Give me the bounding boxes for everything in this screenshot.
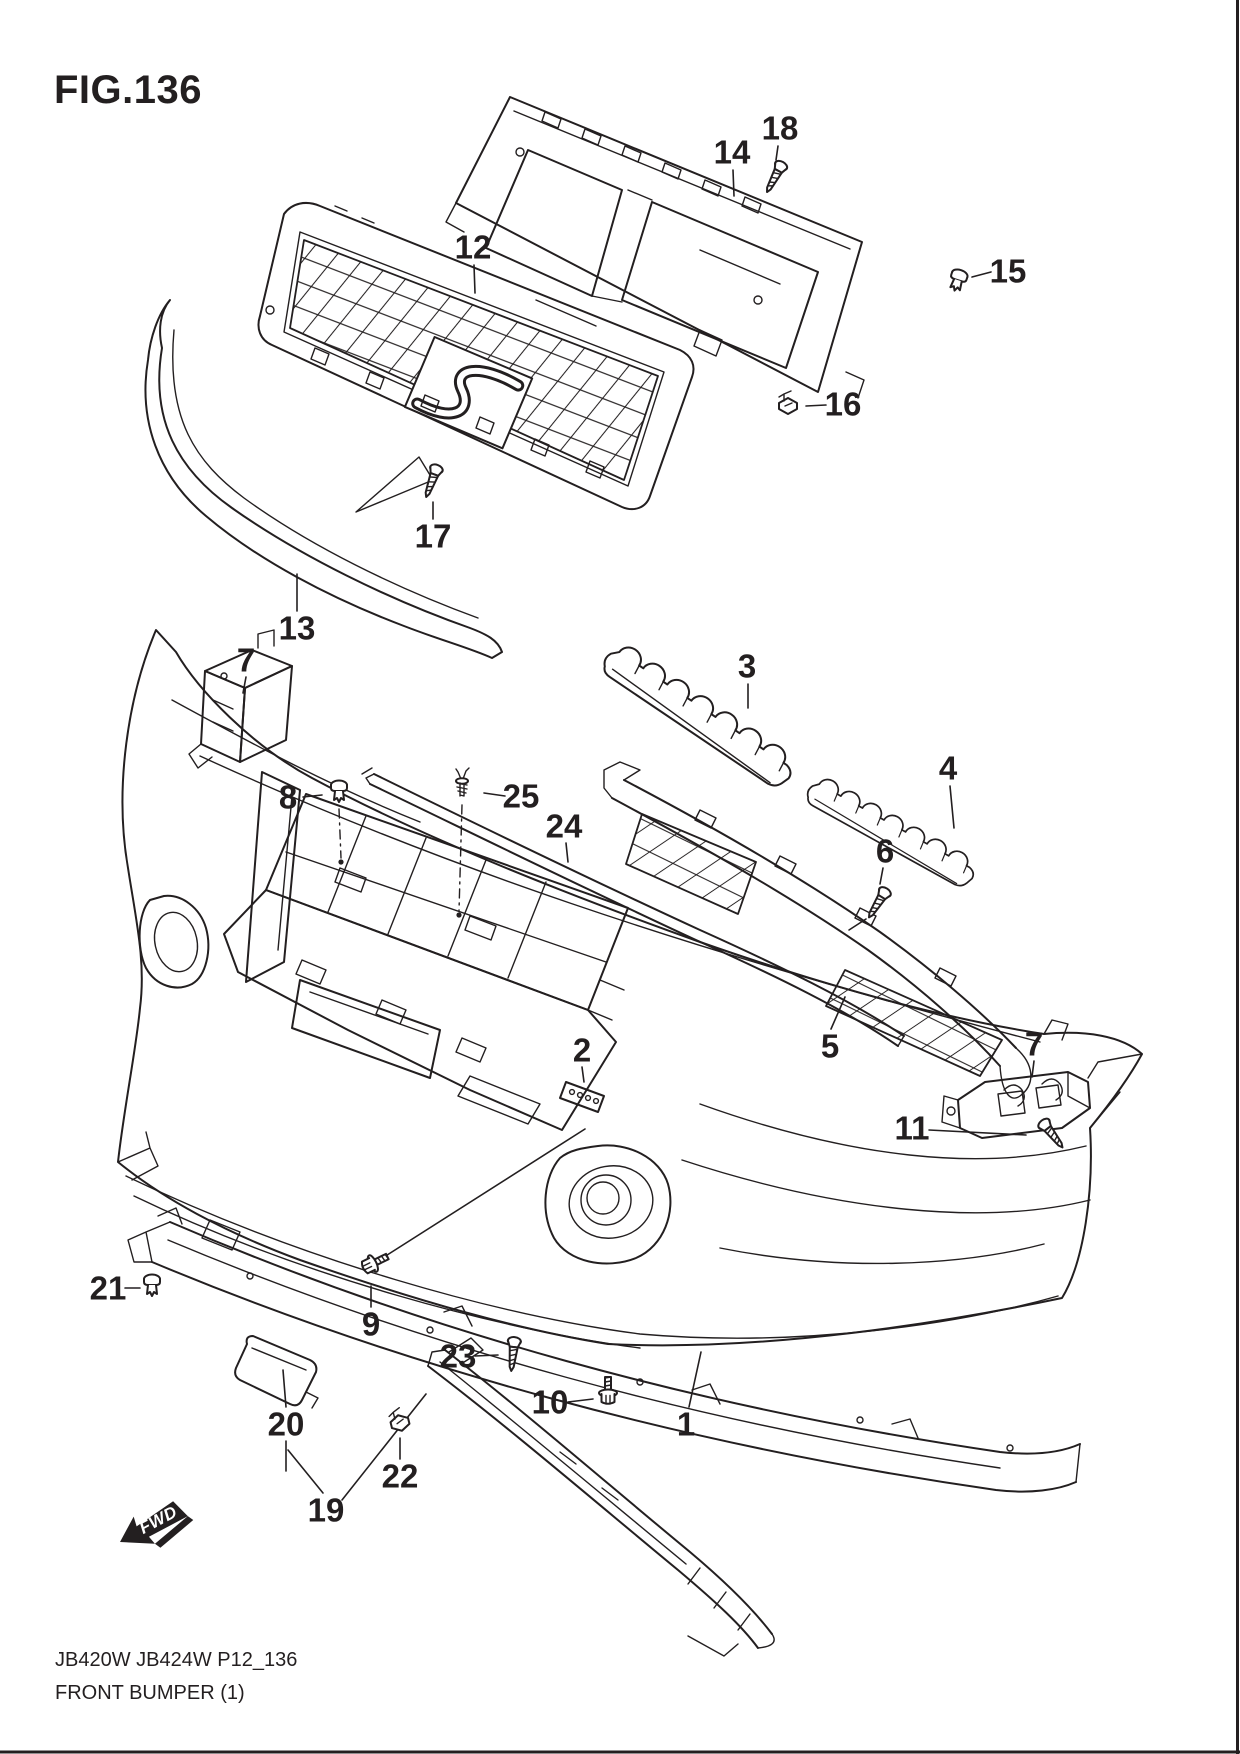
part-number-callout-18: 18 <box>761 109 799 147</box>
part-number-callout-10: 10 <box>531 1383 569 1421</box>
part-number-callout-7b: 7 <box>1024 1025 1044 1063</box>
screw-18-icon <box>760 157 790 197</box>
part-number-callout-9: 9 <box>361 1305 381 1343</box>
license-bracket-part-2-drawing <box>559 1081 605 1113</box>
pin-clip-21-icon <box>143 1273 161 1297</box>
part-number-callout-13: 13 <box>278 609 316 647</box>
front-bumper-part-1-drawing <box>117 629 1143 1349</box>
part-number-callout-21: 21 <box>89 1269 127 1307</box>
screw-11-icon <box>1035 1115 1069 1153</box>
part-number-callout-19: 19 <box>307 1491 345 1529</box>
part-number-callout-15: 15 <box>989 252 1027 290</box>
part-number-callout-5: 5 <box>820 1027 840 1065</box>
part-number-callout-23: 23 <box>439 1337 477 1375</box>
part-number-callout-8: 8 <box>278 778 298 816</box>
part-number-callout-1: 1 <box>676 1405 696 1443</box>
screw-17-icon <box>419 461 445 501</box>
part-number-callout-14: 14 <box>713 133 751 171</box>
flap-part-20-drawing <box>234 1335 319 1409</box>
tree-clip-25-icon <box>455 767 470 797</box>
part-number-callout-7a: 7 <box>236 641 256 679</box>
page-footer: JB420W JB424W P12_136 FRONT BUMPER (1) <box>55 1644 297 1710</box>
part-number-callout-24: 24 <box>545 807 583 845</box>
part-number-callout-20: 20 <box>267 1405 305 1443</box>
u-clip-16-icon <box>778 390 798 415</box>
part-number-callout-17: 17 <box>414 517 452 555</box>
figure-title: FIG.136 <box>54 68 203 112</box>
part-number-callout-4: 4 <box>938 749 958 787</box>
part-number-callout-6: 6 <box>875 832 895 870</box>
pin-clip-15-icon <box>945 266 970 295</box>
under-cover-drawing <box>223 771 629 1131</box>
pin-clip-8-icon <box>330 779 348 803</box>
molding-strip-part-13-drawing <box>144 299 503 659</box>
part-number-callout-25: 25 <box>502 777 540 815</box>
part-number-callout-22: 22 <box>381 1457 419 1495</box>
reinforcement-rail-part-24-drawing <box>361 767 905 1047</box>
side-bracket-right-part-7-drawing <box>941 1071 1091 1139</box>
leader-lines-layer <box>124 145 1035 1501</box>
absorber-left-part-3-drawing <box>597 637 802 793</box>
screw-6-icon <box>862 884 894 922</box>
screw-23-icon <box>503 1335 523 1373</box>
u-clip-22-icon <box>386 1405 412 1434</box>
skid-garnish-part-19-drawing <box>427 1337 775 1657</box>
radiator-grille-part-12-drawing <box>257 201 695 513</box>
bolt-10-icon <box>598 1376 618 1405</box>
bolt-9-icon <box>358 1247 393 1278</box>
part-number-callout-12: 12 <box>454 228 492 266</box>
part-number-callout-2: 2 <box>572 1031 592 1069</box>
part-number-callout-11: 11 <box>894 1109 930 1147</box>
upper-frame-part-14-drawing <box>445 96 865 399</box>
lower-valance-drawing <box>127 1207 1081 1493</box>
model-code-line: JB420W JB424W P12_136 <box>55 1649 298 1671</box>
figure-name-line: FRONT BUMPER (1) <box>55 1682 245 1704</box>
part-number-callout-3: 3 <box>737 647 757 685</box>
part-number-callout-16: 16 <box>824 385 862 423</box>
fwd-arrow-icon: FWD <box>120 1501 194 1548</box>
